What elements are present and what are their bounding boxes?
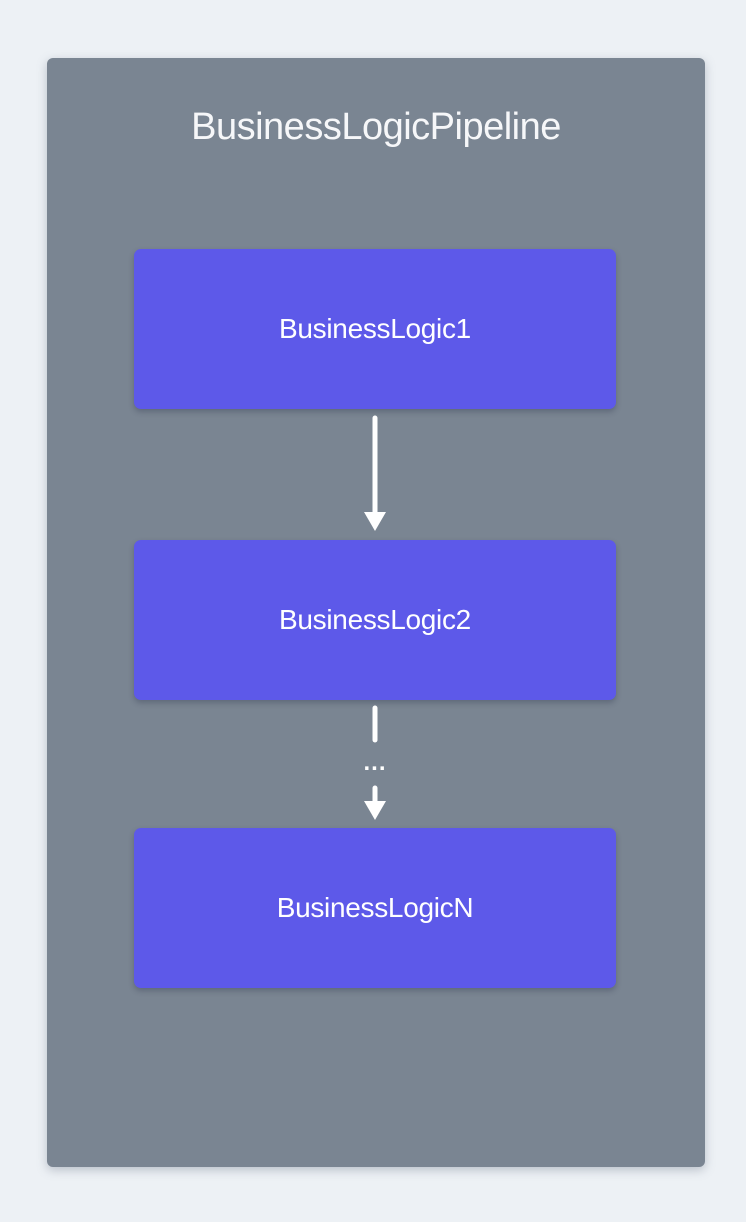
pipeline-container: BusinessLogicPipeline BusinessLogic1 Bus… [47, 58, 705, 1167]
arrow-head [364, 801, 386, 820]
node-label: BusinessLogic2 [279, 604, 471, 635]
pipeline-node-business-logic-n: BusinessLogicN [134, 828, 616, 988]
ellipsis-label: ... [363, 749, 387, 776]
pipeline-title: BusinessLogicPipeline [191, 106, 561, 148]
arrow-down-icon [364, 415, 386, 531]
node-label: BusinessLogic1 [279, 313, 471, 344]
pipeline-node-business-logic-2: BusinessLogic2 [134, 540, 616, 700]
pipeline-node-business-logic-1: BusinessLogic1 [134, 249, 616, 409]
arrow-head [364, 512, 386, 531]
node-label: BusinessLogicN [276, 892, 474, 923]
interrupted-arrow-down-icon [364, 705, 386, 820]
